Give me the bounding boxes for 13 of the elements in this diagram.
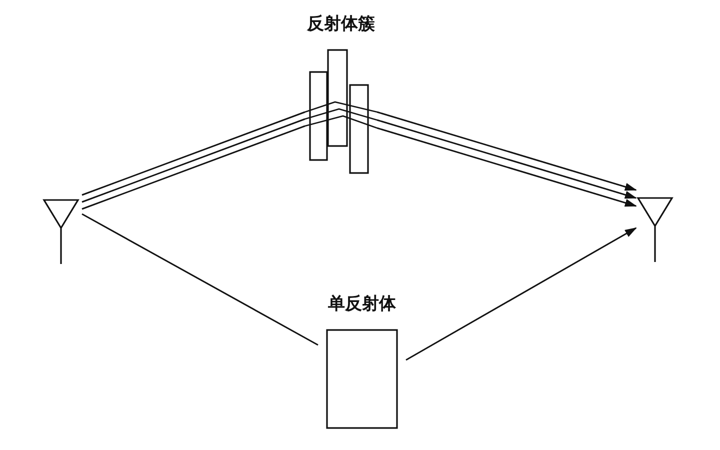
antenna-icon bbox=[636, 196, 676, 264]
ray-line bbox=[82, 213, 318, 346]
node-label: 反射体簇 bbox=[306, 13, 376, 35]
ray-line bbox=[82, 111, 306, 196]
ray-line bbox=[82, 118, 306, 203]
ray-arrow bbox=[376, 127, 637, 207]
ray-arrow bbox=[376, 111, 637, 191]
ray-line bbox=[82, 125, 306, 210]
reflector-cluster bbox=[305, 12, 377, 174]
antenna-icon bbox=[42, 198, 82, 266]
node-label: 单反射体 bbox=[327, 293, 397, 315]
ray-arrow bbox=[376, 119, 637, 199]
ray-arrow bbox=[406, 227, 637, 361]
